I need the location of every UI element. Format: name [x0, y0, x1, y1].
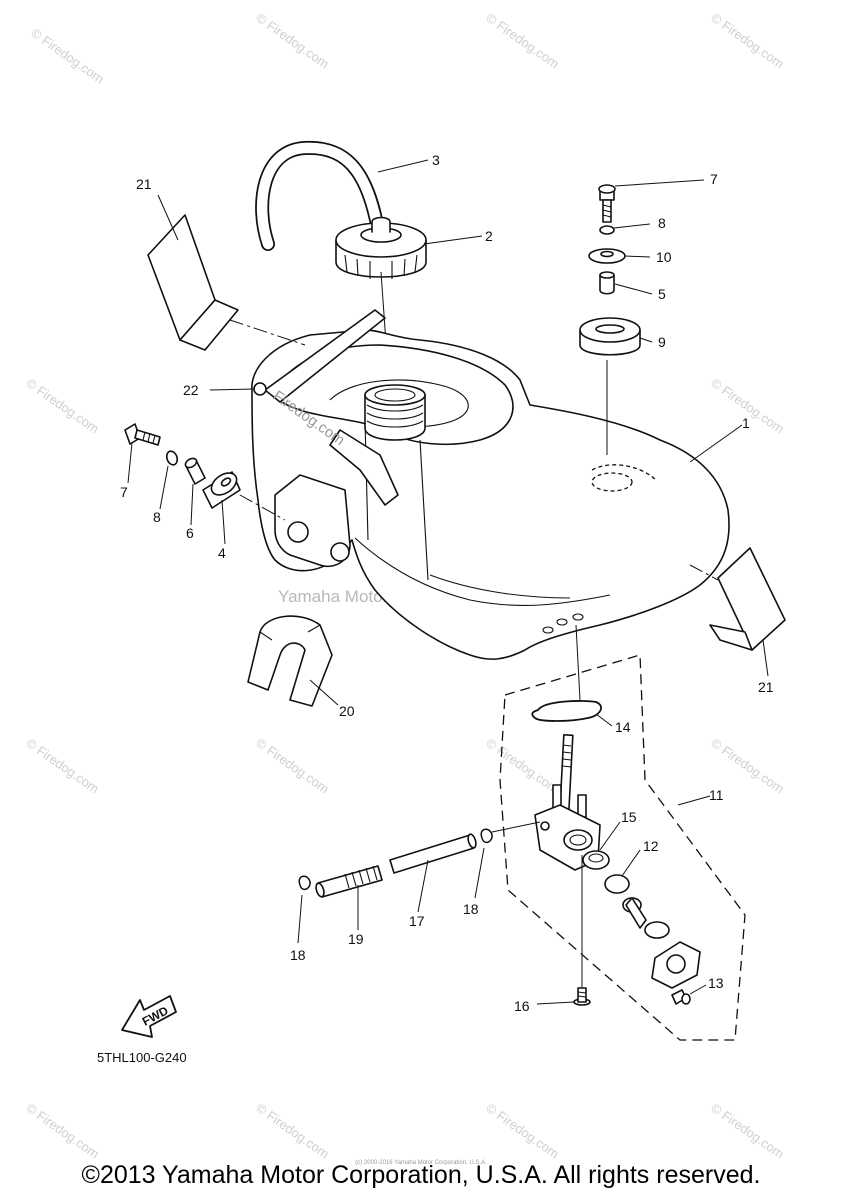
part-9-damper	[579, 317, 641, 356]
part-2-fuel-cap	[335, 216, 427, 279]
label-part-5: 5	[658, 286, 666, 302]
label-part-17: 17	[409, 913, 425, 929]
watermark: © Firedog.com	[253, 735, 332, 796]
label-part-21-left: 21	[136, 176, 152, 192]
part-17-fuel-pipe	[389, 833, 477, 874]
label-part-20: 20	[339, 703, 355, 719]
watermark: © Firedog.com	[483, 1100, 562, 1161]
label-part-14: 14	[615, 719, 631, 735]
label-part-11: 11	[709, 787, 724, 803]
watermark: © Firedog.com	[23, 735, 102, 796]
watermark: © Firedog.com	[23, 1100, 102, 1161]
part-21-pad-right	[709, 547, 786, 651]
watermark: © Firedog.com	[28, 25, 107, 86]
part-5-collar-top	[599, 271, 615, 295]
label-part-22: 22	[183, 382, 199, 398]
part-4-damper	[202, 471, 241, 509]
part-18-clip-right	[480, 828, 493, 844]
label-part-18-left: 18	[290, 947, 306, 963]
label-part-1: 1	[742, 415, 750, 431]
part-13-screw	[671, 989, 691, 1005]
part-8-washer-left	[165, 450, 179, 466]
label-part-15: 15	[621, 809, 637, 825]
label-part-7-top: 7	[710, 171, 718, 187]
part-14-o-ring	[531, 700, 602, 722]
label-part-2: 2	[485, 228, 493, 244]
label-part-8-left: 8	[153, 509, 161, 525]
label-part-9: 9	[658, 334, 666, 350]
watermark: © Firedog.com	[708, 1100, 787, 1161]
part-19-spring-hose	[315, 865, 383, 898]
part-7-bolt-top	[598, 184, 616, 223]
fuel-cock-seal	[644, 921, 670, 939]
label-part-8-top: 8	[658, 215, 666, 231]
label-part-4: 4	[218, 545, 226, 561]
copyright-notice: ©2013 Yamaha Motor Corporation, U.S.A. A…	[81, 1161, 761, 1189]
label-part-18-right: 18	[463, 901, 479, 917]
watermark: © Firedog.com	[253, 1100, 332, 1161]
label-part-13: 13	[708, 975, 724, 991]
fuel-cock-lever	[622, 897, 647, 929]
label-part-3: 3	[432, 152, 440, 168]
part-16-bolt	[573, 987, 591, 1006]
part-15-filter	[582, 850, 610, 870]
watermark: © Firedog.com	[483, 735, 562, 796]
label-part-21-right: 21	[758, 679, 774, 695]
label-part-19: 19	[348, 931, 364, 947]
watermark: © Firedog.com	[483, 10, 562, 71]
watermark: © Firedog.com	[23, 375, 102, 436]
label-part-6: 6	[186, 525, 194, 541]
leader-lines	[127, 159, 769, 1005]
label-part-12: 12	[643, 838, 659, 854]
fwd-arrow-icon: FWD	[121, 995, 177, 1038]
part-11-assembly-outline	[499, 654, 746, 1041]
diagram-code: 5THL100-G240	[97, 1050, 187, 1065]
fuel-cock-cover-plate	[651, 941, 701, 989]
part-18-clip-left	[298, 875, 311, 891]
label-part-16: 16	[514, 998, 530, 1014]
part-22-clip	[253, 382, 267, 396]
label-part-10: 10	[656, 249, 672, 265]
part-10-washer	[588, 248, 626, 264]
part-number-labels: 1 2 3 4 5 6 7 7 8 8 9 10 11 12 13 14 15 …	[120, 152, 774, 1014]
part-3-hose	[255, 140, 389, 262]
part-8-washer-top	[599, 225, 615, 235]
watermark: © Firedog.com	[708, 10, 787, 71]
label-part-7-left: 7	[120, 484, 128, 500]
tank-filler-neck	[364, 384, 426, 441]
part-11-fuel-cock	[534, 734, 601, 871]
part-6-collar	[184, 457, 206, 485]
part-12-gasket	[604, 874, 630, 894]
part-21-pad-left	[147, 214, 239, 351]
part-20-u-damper	[247, 615, 333, 707]
tiny-credit-line: (c) 2000-2016 Yamaha Motor Corporation, …	[355, 1160, 487, 1166]
part-7-bolt-left	[124, 423, 161, 446]
part-1-fuel-tank: Firedog.com	[251, 309, 730, 660]
watermark: © Firedog.com	[253, 10, 332, 71]
